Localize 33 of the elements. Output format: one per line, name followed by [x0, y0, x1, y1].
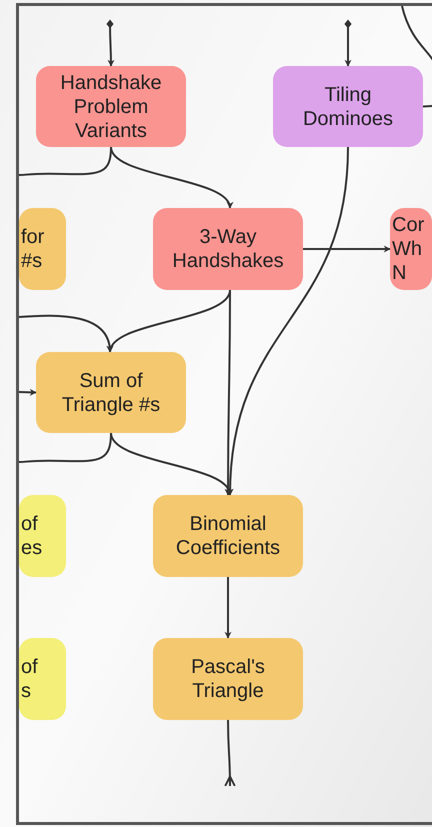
topic-label: Binomial Coefficients — [174, 512, 282, 560]
topic-box — [36, 352, 186, 433]
topic-label: Cor Wh N — [392, 213, 424, 285]
topic-box — [36, 66, 186, 147]
connector-line — [422, 105, 432, 108]
arrow — [110, 432, 232, 496]
topic-box — [19, 208, 66, 290]
topic-box — [19, 495, 66, 577]
arrow — [303, 246, 391, 252]
topic-label: Tiling Dominoes — [302, 82, 394, 130]
connector-line — [18, 432, 112, 463]
arrow — [224, 290, 232, 496]
topic-label: of es — [21, 512, 42, 560]
arrow — [224, 577, 232, 639]
topic-box — [153, 208, 303, 290]
arrow — [110, 146, 232, 209]
topic-box — [390, 208, 432, 290]
arrow — [18, 388, 37, 396]
topic-label: of s — [21, 655, 38, 703]
topic-box — [273, 66, 423, 147]
topic-box — [153, 495, 303, 577]
topic-label: Handshake Problem Variants — [59, 70, 163, 142]
arrow — [18, 314, 113, 353]
connector-line — [18, 146, 112, 176]
topic-label: Sum of Triangle #s — [60, 368, 162, 416]
arrow — [106, 20, 114, 67]
topic-box — [153, 638, 303, 720]
topic-label: Pascal's Triangle — [190, 655, 266, 703]
topic-label: for #s — [21, 225, 44, 273]
topic-box — [19, 638, 66, 720]
arrow — [344, 20, 352, 67]
topic-label: 3-Way Handshakes — [171, 225, 285, 273]
arrow — [224, 720, 236, 787]
